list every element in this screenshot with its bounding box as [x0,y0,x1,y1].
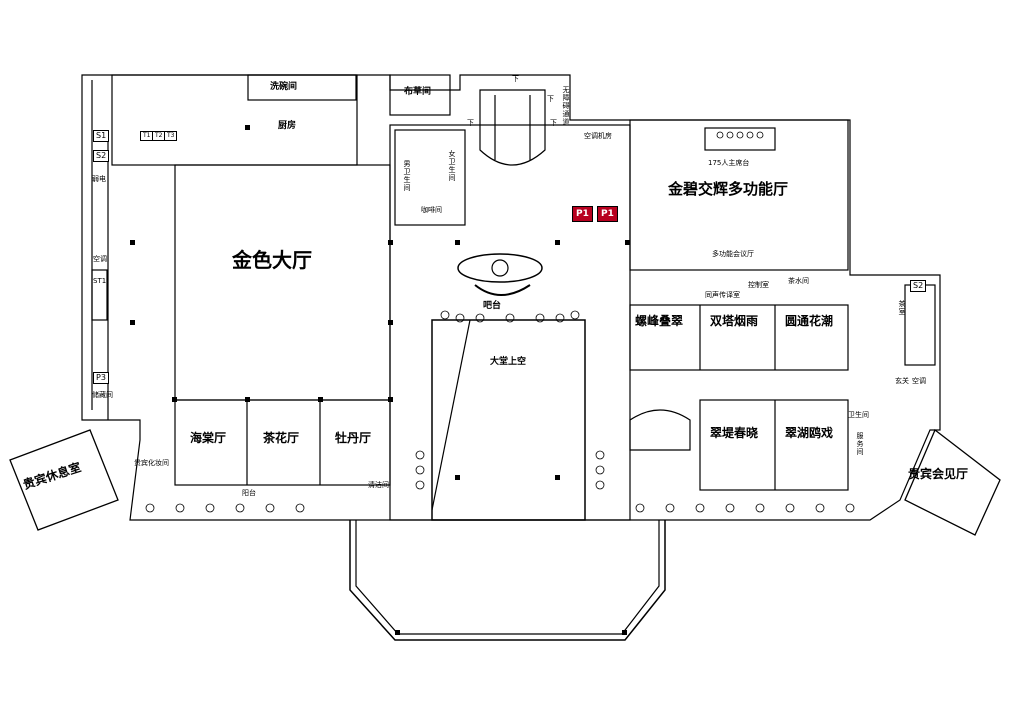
s2-label: S2 [93,150,110,162]
left-stair [91,269,108,321]
haitang-hall-label: 海棠厅 [190,431,227,445]
bar-label: 吧台 [483,301,502,311]
porch-label: 玄关 [895,377,909,385]
p1-parking-label-b: P1 [597,206,618,222]
service-room-label: 服务间 [856,432,864,456]
main-stair [479,89,546,166]
vip-makeup-room-label: 贵宾化妆间 [134,459,169,467]
lobby-void [431,319,586,521]
cuiti-room-label: 翠堤春晓 [710,426,759,440]
s2-right-label: S2 [910,280,927,292]
down-arrow-label-1: 下 [512,75,519,83]
kitchen-wall [111,74,358,166]
ac-right-label: 空调 [912,377,926,385]
golden-hall-wall [174,164,391,401]
multi-hall-wall [629,119,849,271]
p3-label: P3 [93,372,109,384]
stage-label: 175人主席台 [708,159,750,167]
bar-eye [457,253,543,283]
meeting-row1 [629,304,849,371]
lobby-wall [389,124,631,521]
interpret-room-label: 同声传译室 [705,291,740,299]
womens-wc-label: 女卫生间 [448,150,456,182]
lobby-void-label: 大堂上空 [490,357,527,367]
golden-hall-label: 金色大厅 [232,248,312,272]
coffee-room-label: 咖啡间 [421,206,442,214]
linen-label: 布草间 [404,87,432,97]
vip-reception-label: 贵宾会见厅 [908,467,969,481]
yuantong-room-label: 圆通花潮 [785,314,834,328]
kitchen-label: 厨房 [278,121,297,131]
dishwash-label: 洗碗间 [270,82,298,92]
meeting-row2 [699,399,849,491]
spiral-stair [629,409,691,451]
down-arrow-label-4: 下 [547,95,554,103]
control-room-label: 控制室 [748,281,769,289]
tea-room-label: 茶水间 [788,277,809,285]
barrier-free-label: 无障碍通道 [562,86,570,126]
s1-label: S1 [93,130,110,142]
multi-hall-label: 金碧交辉多功能厅 [668,180,789,198]
stage-wall [704,127,776,151]
dishwash-wall [247,74,357,101]
restroom-block [394,129,466,226]
vip-lounge-wall [9,429,119,531]
multi-meeting-label: 多功能会议厅 [712,250,754,258]
linen-wall [389,74,451,116]
wc-label: 卫生间 [848,411,869,419]
ac-left-label: 空调 [93,255,107,263]
vip-reception-wall [904,428,1001,536]
mens-wc-label: 男卫生间 [403,160,411,192]
st1-label: ST1 [93,277,107,285]
cleaning-room-label: 清洁间 [368,481,389,489]
outer-wall [81,74,941,521]
luofeng-room-label: 螺峰叠翠 [635,314,684,328]
storage-room-label: 储藏间 [92,391,113,399]
down-arrow-label-2: 下 [467,119,474,127]
balcony-outline [349,520,666,641]
down-arrow-label-3: 下 [550,119,557,127]
tea-room-right-label: 茶室 [898,300,906,316]
balcony-label: 阳台 [242,489,256,497]
ac-room-label: 空调机房 [584,132,612,140]
weak-current-label: 弱电 [92,175,106,183]
shuangta-room-label: 双塔烟雨 [710,314,759,328]
cuihu-room-label: 翠湖鸥戏 [785,426,834,440]
right-stair [904,284,936,366]
t3-label: T3 [164,131,178,141]
chahua-hall-label: 茶花厅 [263,431,300,445]
p1-parking-label-a: P1 [572,206,593,222]
mudan-hall-label: 牡丹厅 [335,431,372,445]
